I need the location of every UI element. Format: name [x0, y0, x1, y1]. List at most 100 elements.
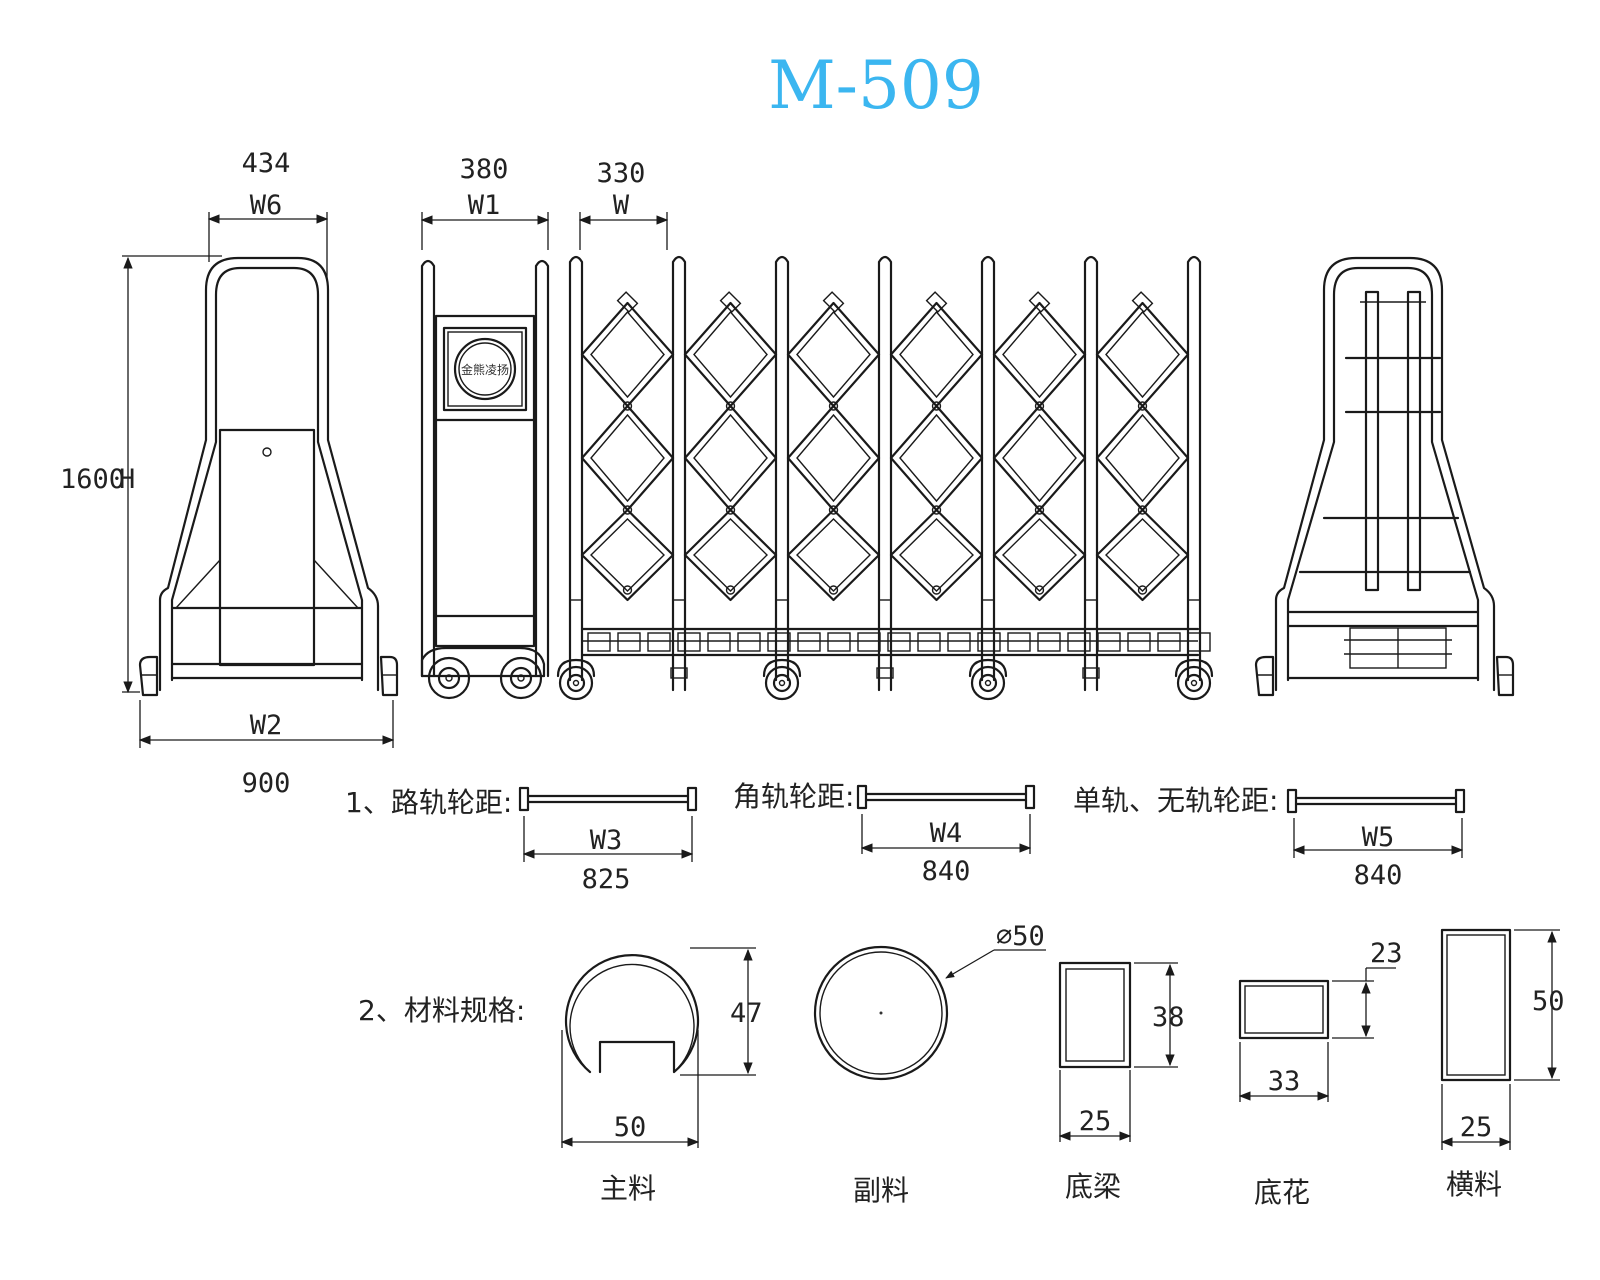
bottom-pattern-cell — [797, 632, 821, 652]
lattice-diamond — [580, 301, 675, 408]
lattice-pivot — [931, 401, 942, 411]
w5-label: W5 — [1362, 822, 1395, 853]
lattice-diamond — [1095, 404, 1190, 512]
beam-material-name: 底梁 — [1065, 1170, 1121, 1203]
lattice-pivot — [1137, 585, 1148, 595]
bottom-pattern-cell — [617, 632, 641, 652]
w3-label: W3 — [590, 825, 623, 856]
lattice-diamond — [786, 508, 881, 602]
gate-wheel-axle — [984, 679, 992, 687]
side-view-left: 434 W6 1600 H W2 900 — [60, 148, 399, 799]
w2-label: W2 — [250, 710, 283, 741]
lattice-diamond — [683, 404, 778, 512]
sub-material-profile: ⌀50 副料 — [813, 921, 1046, 1207]
bottom-pattern-cell — [587, 632, 611, 652]
lattice-diamond — [580, 404, 675, 512]
lattice-diamond — [889, 301, 984, 408]
gate-wheel-hub — [1184, 673, 1204, 693]
gate-wheel — [558, 665, 594, 701]
bottom-pattern-cell — [767, 632, 791, 652]
w-label: W — [613, 190, 630, 221]
gate-wheel-hub — [978, 673, 998, 693]
lattice-diamond — [992, 508, 1087, 602]
gate-wheel-hub — [772, 673, 792, 693]
single-wheelbase-label: 单轨、无轨轮距: — [1073, 784, 1278, 817]
top-hinge — [822, 291, 845, 313]
w-value: 330 — [597, 158, 646, 189]
gate-wheel — [1176, 665, 1212, 701]
sub-diameter: ⌀50 — [996, 921, 1045, 952]
gate-post — [1083, 255, 1099, 692]
lattice-diamond-inner — [590, 518, 665, 592]
lattice-pivot — [725, 401, 736, 411]
lattice-diamond-inner — [796, 310, 871, 399]
bottom-pattern-cell — [707, 632, 731, 652]
lattice-diamond-inner — [796, 518, 871, 592]
w6-label: W6 — [250, 190, 283, 221]
gate-wheel — [764, 665, 800, 701]
cross-material-name: 横料 — [1446, 1168, 1502, 1201]
beam-width: 25 — [1079, 1106, 1112, 1137]
road-wheelbase-label: 1、路轨轮距: — [345, 786, 512, 819]
lattice-diamond-inner — [1105, 518, 1180, 592]
lattice-diamond-inner — [1105, 310, 1180, 399]
lattice-pivot — [1034, 401, 1045, 411]
bottom-pattern-cell — [1157, 632, 1181, 652]
pattern-width: 33 — [1268, 1066, 1301, 1097]
bottom-pattern-cell — [1007, 632, 1031, 652]
lattice-pivot — [931, 505, 942, 515]
lattice-diamond — [992, 404, 1087, 512]
angle-wheelbase-label: 角轨轮距: — [733, 780, 854, 813]
gate-post — [671, 255, 687, 692]
gate-wheel-axle — [1190, 679, 1198, 687]
beam-height: 38 — [1152, 1002, 1185, 1033]
lattice-diamond — [580, 508, 675, 602]
main-height: 47 — [730, 998, 763, 1029]
wheel-housing — [556, 658, 596, 678]
materials-heading: 2、材料规格: — [358, 994, 525, 1027]
bottom-pattern-cell — [917, 632, 941, 652]
lattice-pivot — [1034, 585, 1045, 595]
bottom-pattern-cell — [1037, 632, 1061, 652]
top-hinge — [1131, 291, 1154, 313]
pattern-material-profile: 23 33 底花 — [1238, 938, 1403, 1209]
post-foot — [670, 667, 688, 679]
h-label: H — [119, 464, 135, 495]
front-head-box: 380 W1 金熊凌扬 — [420, 154, 550, 700]
lattice-pivot — [931, 585, 942, 595]
model-title: M-509 — [768, 47, 984, 124]
wheel-housing — [968, 658, 1008, 678]
wheel-housing — [762, 658, 802, 678]
cross-height: 50 — [1532, 986, 1565, 1017]
bottom-pattern-cell — [857, 632, 881, 652]
front-gate-body: 330 W — [556, 158, 1214, 701]
lattice-diamond — [786, 404, 881, 512]
lattice-pivot — [725, 585, 736, 595]
lattice-diamond — [683, 301, 778, 408]
pattern-height: 23 — [1370, 938, 1403, 969]
lattice-pivot — [1137, 401, 1148, 411]
bottom-pattern-cell — [677, 632, 701, 652]
lattice-diamond — [1095, 508, 1190, 602]
lattice-diamond — [683, 508, 778, 602]
bottom-pattern-cell — [737, 632, 761, 652]
w2-value: 900 — [242, 768, 291, 799]
gate-wheel-axle — [572, 679, 580, 687]
cross-material-profile: 50 25 横料 — [1440, 928, 1565, 1201]
w3-value: 825 — [582, 864, 631, 895]
gate-post — [774, 255, 790, 682]
main-width: 50 — [614, 1112, 647, 1143]
h-value: 1600 — [60, 464, 125, 495]
lattice-diamond — [1095, 301, 1190, 408]
lattice-diamond-inner — [693, 310, 768, 399]
lattice-pivot — [828, 401, 839, 411]
w5-value: 840 — [1354, 860, 1403, 891]
lattice-pivot — [828, 585, 839, 595]
lattice-diamond — [786, 301, 881, 408]
pattern-material-name: 底花 — [1254, 1176, 1310, 1209]
lattice-diamond-inner — [899, 413, 974, 503]
sub-material-name: 副料 — [853, 1174, 909, 1207]
bottom-pattern-cell — [947, 632, 971, 652]
gate-post — [1186, 255, 1202, 682]
lattice-diamond-inner — [1002, 310, 1077, 399]
